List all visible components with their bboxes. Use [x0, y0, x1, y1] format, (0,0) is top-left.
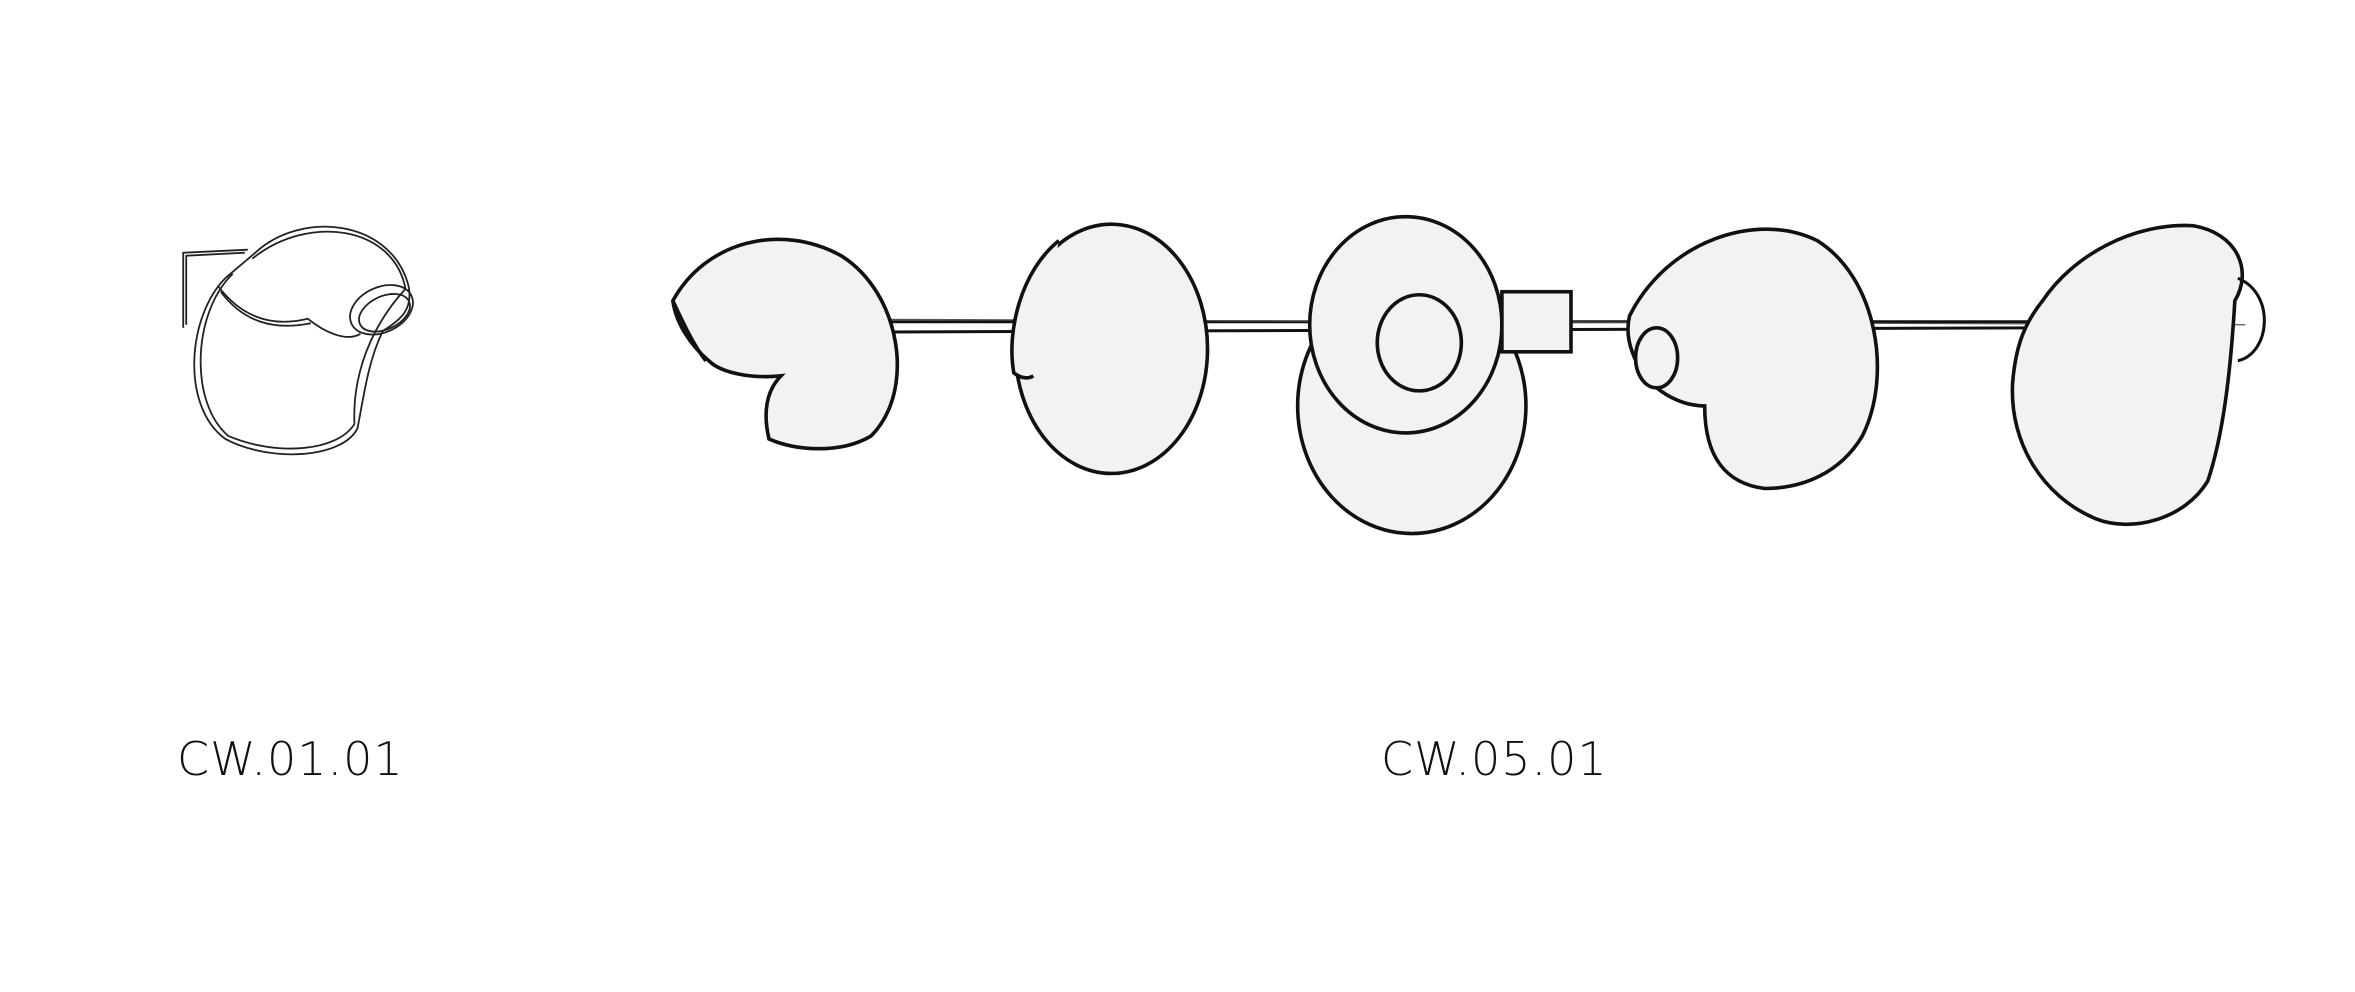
ring-sketch-cw-01-01: [182, 225, 414, 456]
sketch-label-cw-05-01: CW.05.01: [1381, 732, 1608, 786]
bracelet-sketch-cw-05-01: [670, 214, 2266, 536]
sketch-label-cw-01-01: CW.01.01: [177, 732, 404, 786]
